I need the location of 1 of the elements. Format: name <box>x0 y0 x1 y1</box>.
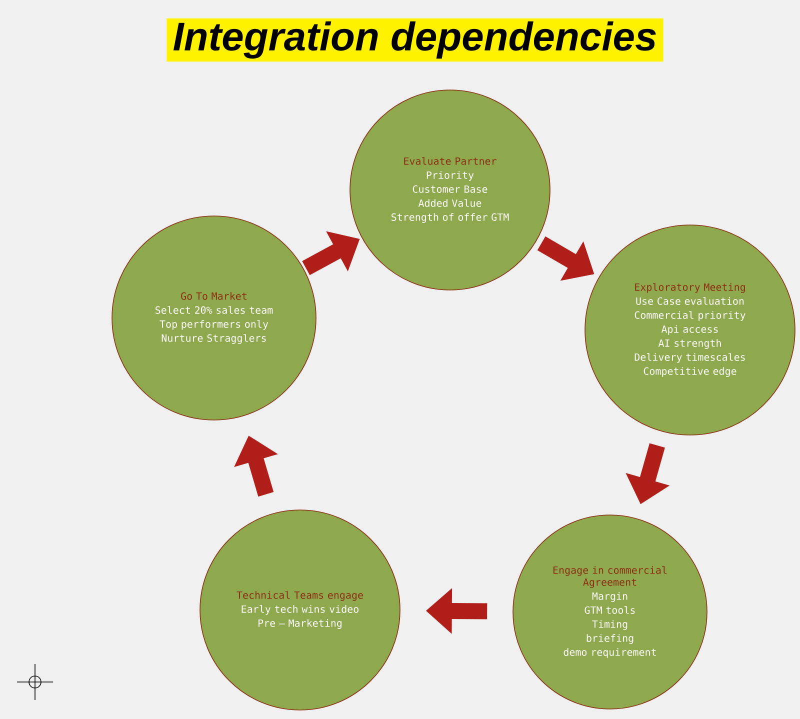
title: Integration dependencies <box>166 18 664 62</box>
